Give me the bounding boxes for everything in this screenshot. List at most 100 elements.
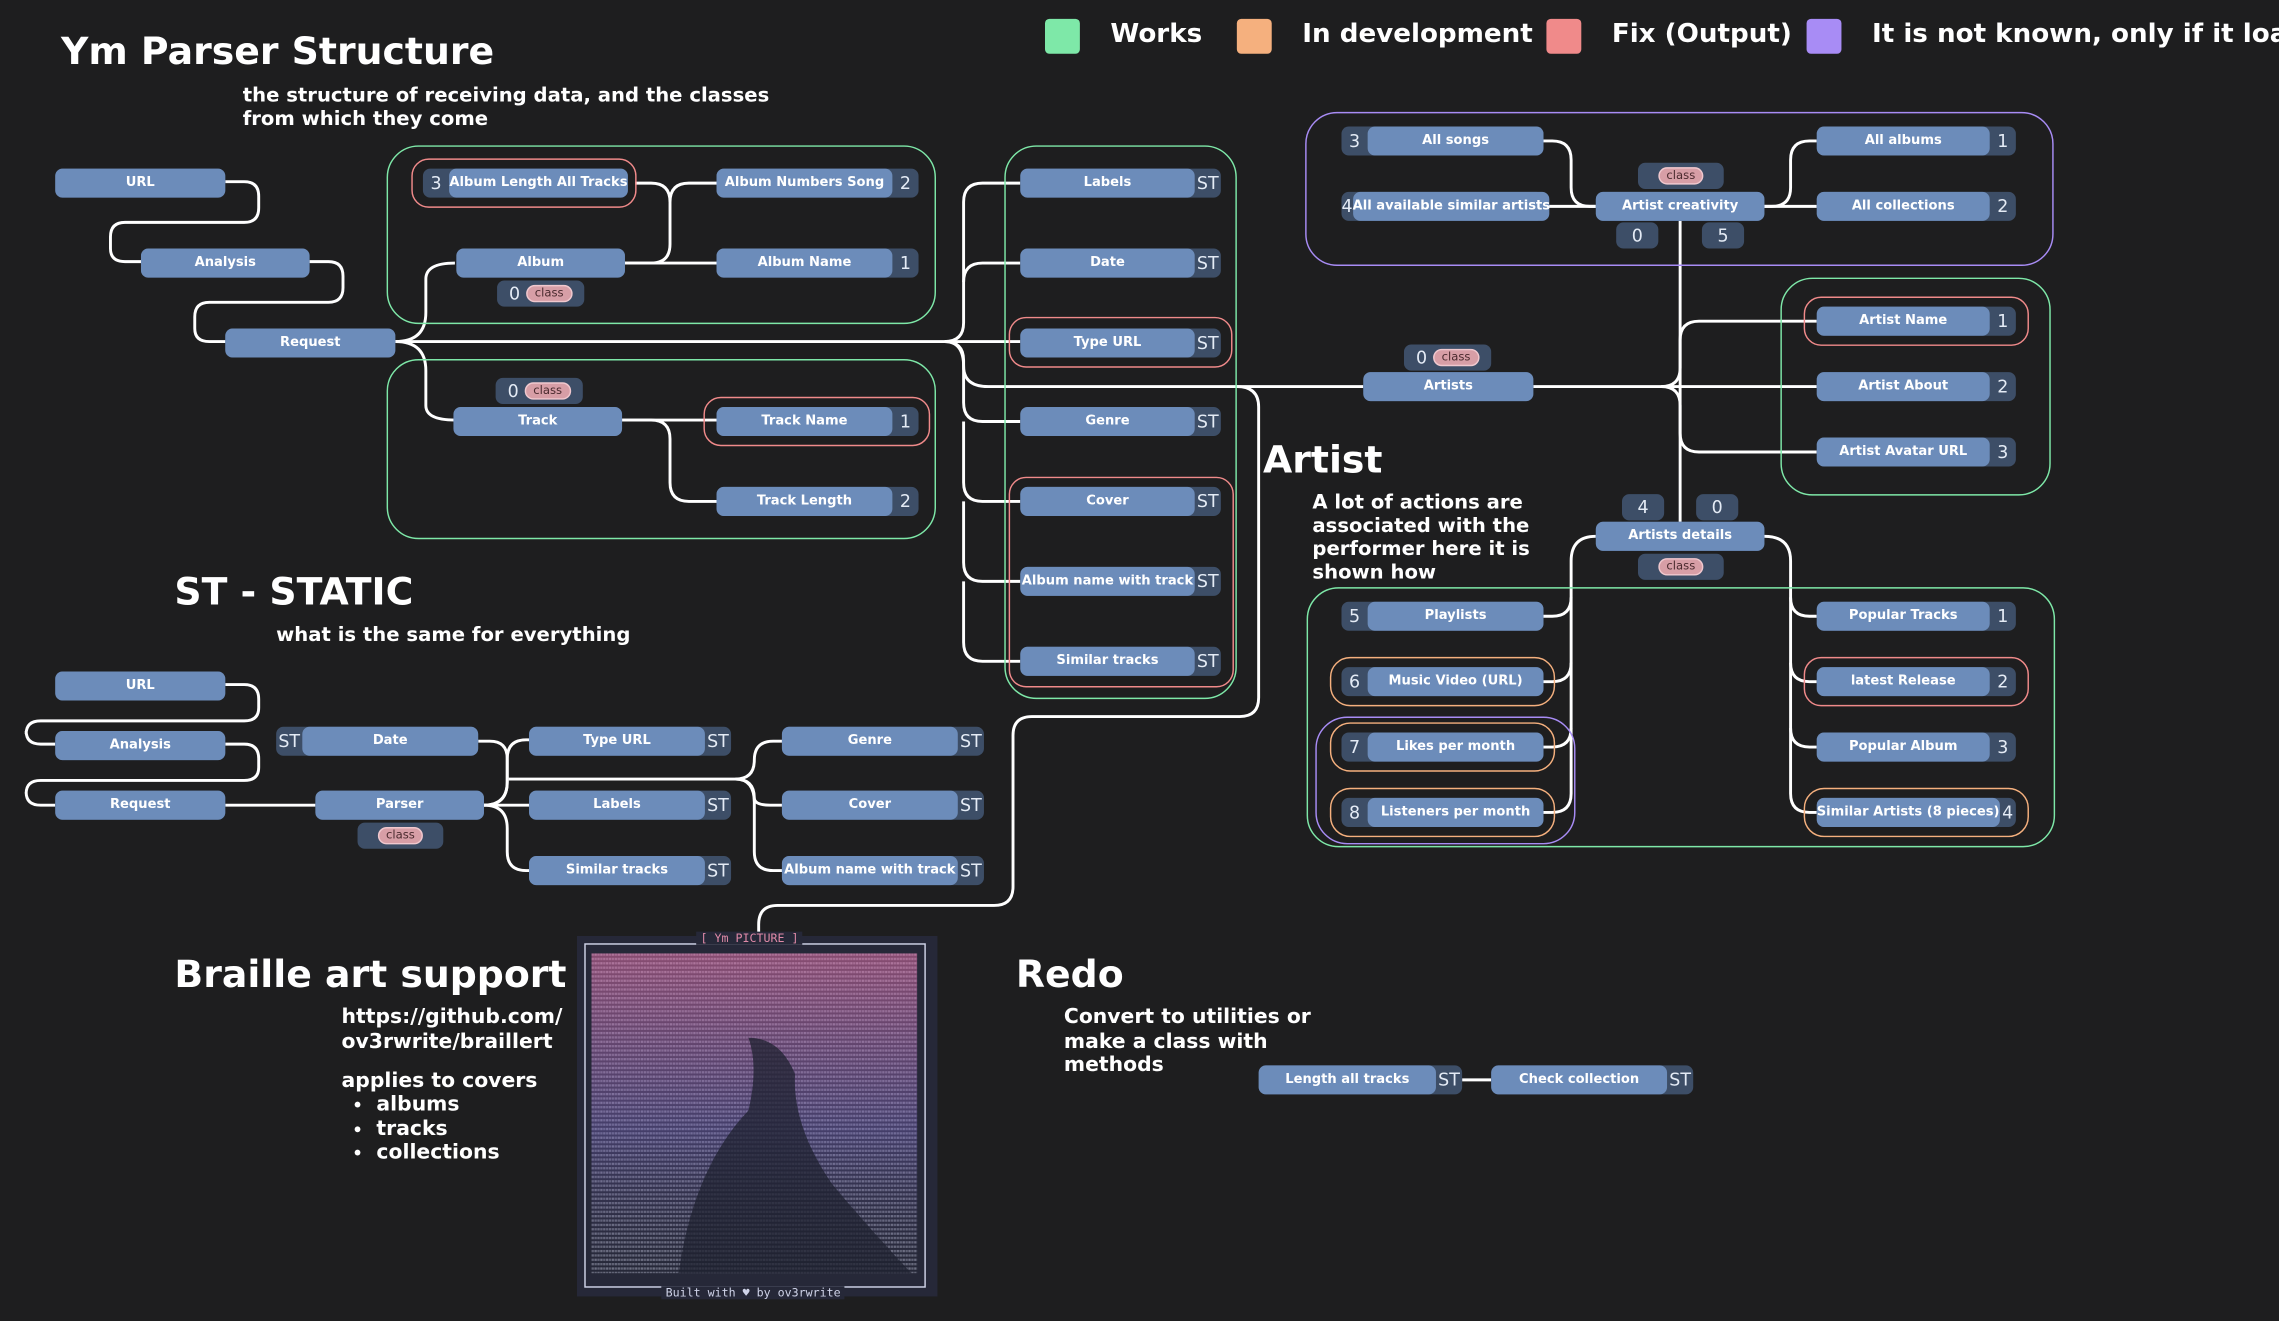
popular-tracks-label: Popular Tracks [1816,601,1990,631]
static-request-label: Request [55,790,226,820]
creativity-right-count-value: 5 [1717,225,1729,246]
parser-class-tag: class [377,826,424,845]
cover-label: Cover [1020,486,1195,516]
static-cover-label: Cover [781,790,958,820]
album-name-label: Album Name [716,248,893,278]
creativity-right-count: 5 [1701,222,1745,249]
braille-link[interactable]: https://github.com/ ov3rwrite/braillert [341,1005,563,1053]
album-length-num: 3 [430,172,442,194]
st-badge: ST [278,731,301,752]
music-video-label: Music Video (URL) [1367,667,1544,697]
st-badge: ST [1196,491,1219,512]
st-badge: ST [1196,172,1219,194]
st-badge: ST [707,860,729,881]
likes-num: 7 [1349,736,1361,758]
date-label: Date [1020,248,1195,278]
music-video-node: 6 Music Video (URL) [1341,667,1544,697]
braille-art-title: [ Ym PICTURE ] [696,931,803,945]
all-similar-artists-num: 4 [1341,196,1353,217]
static-request-node: Request [55,790,226,820]
legend-swatch-in-development [1236,18,1272,54]
likes-label: Likes per month [1367,732,1544,762]
likes-node: 7 Likes per month [1341,732,1544,762]
artist-avatar-num: 3 [1997,441,2009,463]
static-album-name-with-track-label: Album name with track [781,856,958,886]
redo-heading: Redo [1015,953,1124,998]
url-label: URL [55,168,226,198]
static-genre-label: Genre [781,726,958,756]
details-left-count-value: 4 [1637,497,1649,518]
parser-label: Parser [315,790,484,820]
braille-art-pattern [591,953,918,1274]
list-item: collections [376,1141,499,1165]
st-badge: ST [1669,1069,1691,1091]
legend-swatch-works [1044,18,1080,54]
url-node: URL [55,168,226,198]
track-node: Track [453,406,623,437]
labels-label: Labels [1020,168,1195,198]
st-badge: ST [959,795,982,816]
st-badge: ST [1196,332,1219,354]
legend-label-unknown: It is not known, only if it loads [1871,18,2279,50]
latest-release-num: 2 [1997,671,2009,692]
playlists-label: Playlists [1367,601,1544,631]
st-badge: ST [707,795,729,816]
artists-details-node: Artists details [1595,521,1765,551]
details-right-count-value: 0 [1711,497,1723,518]
track-length-num: 2 [899,491,912,512]
analysis-label: Analysis [140,248,310,278]
braille-art-frame [584,943,926,1288]
similar-artists-node: Similar Artists (8 pieces)4 [1816,797,2016,827]
page-subtitle: the structure of receiving data, and the… [242,84,770,131]
braille-art-footer: Built with ♥ by ov3rwrite [661,1286,846,1300]
album-name-with-track-label: Album name with track [1020,566,1195,596]
all-similar-artists-label: All available similar artists [1352,191,1551,221]
playlists-num: 5 [1349,606,1361,627]
music-video-num: 6 [1349,671,1361,692]
static-analysis-label: Analysis [55,731,226,761]
request-label: Request [225,328,396,358]
album-class-tag: class [525,284,573,303]
artist-name-label: Artist Name [1816,306,1990,336]
all-songs-num: 3 [1349,130,1361,152]
track-length-node: Track Length 2 [716,486,919,516]
details-left-count: 4 [1621,494,1665,521]
artist-avatar-node: Artist Avatar URL 3 [1816,437,2016,467]
st-badge: ST [1438,1069,1460,1091]
analysis-node: Analysis [140,248,310,278]
artists-label: Artists [1363,372,1534,402]
details-class-pill: class [1637,553,1724,580]
all-songs-label: All songs [1367,126,1544,156]
listeners-label: Listeners per month [1367,797,1544,827]
similar-artists-label: Similar Artists (8 pieces) [1816,797,2000,827]
page-title: Ym Parser Structure [61,30,495,75]
artist-creativity-node: Artist creativity [1595,191,1765,221]
similar-tracks-label: Similar tracks [1020,646,1195,676]
track-length-label: Track Length [716,486,893,516]
genre-label: Genre [1020,406,1195,437]
artist-about-num: 2 [1997,376,2009,397]
artist-avatar-label: Artist Avatar URL [1816,437,1990,467]
artists-class-tag: class [1432,348,1480,367]
